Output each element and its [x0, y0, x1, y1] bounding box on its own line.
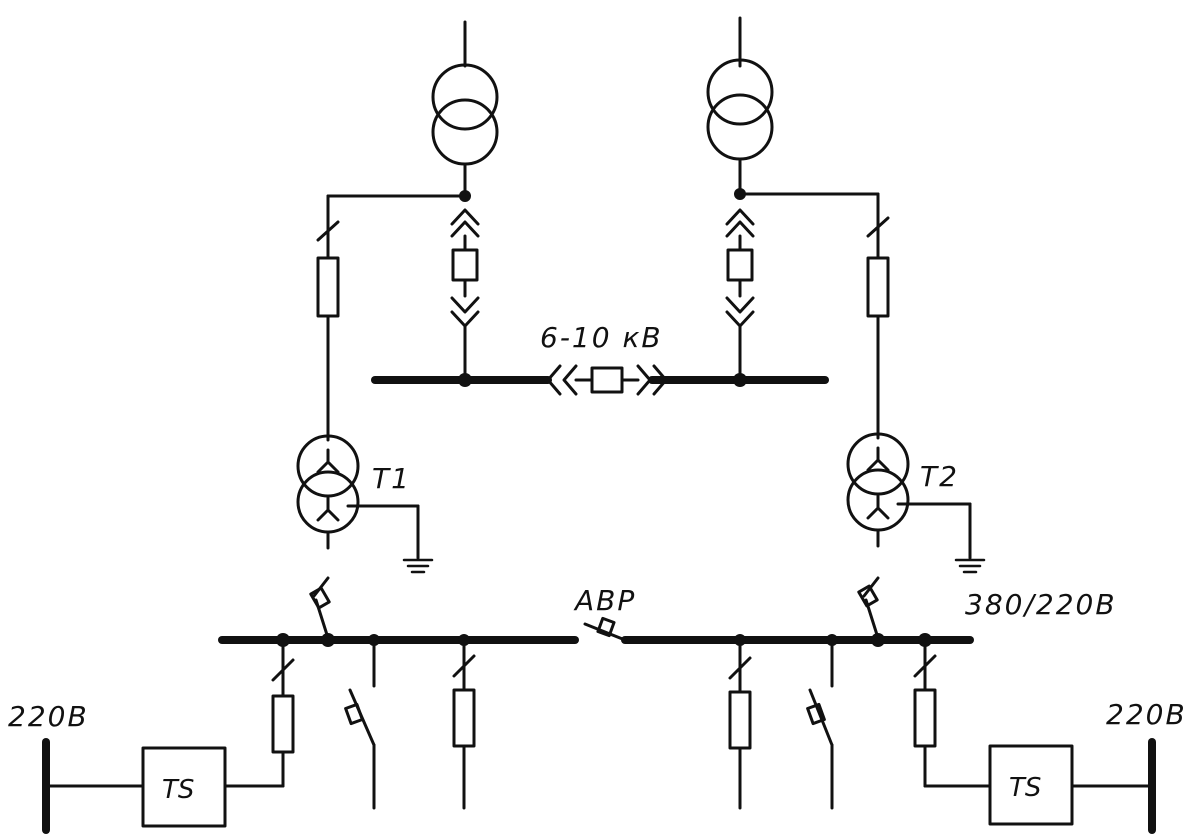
hv-bus-label: 6-10 кВ	[540, 321, 663, 354]
transformer-t2	[846, 432, 972, 560]
feeder-breaker-right	[806, 688, 834, 810]
disconnector-mark	[316, 220, 340, 242]
ground-icon	[402, 558, 434, 574]
withdrawable-breaker-right	[725, 208, 755, 382]
incoming-transformer-left	[431, 20, 499, 198]
feeder-left-ts	[223, 638, 295, 788]
transformer-t1	[296, 434, 420, 560]
branch-to-t1	[316, 194, 467, 442]
ats-label: АВР	[573, 584, 636, 617]
ats-switch	[583, 616, 627, 642]
ts-left-label: TS	[162, 775, 194, 805]
consumer-right-voltage: 220В	[1106, 698, 1187, 731]
hv-bus	[371, 373, 829, 387]
branch-to-t2	[738, 192, 890, 440]
lv-bus-label: 380/220В	[965, 588, 1117, 621]
ts-right-label: TS	[1009, 773, 1041, 803]
lv-incomer-breaker-left	[309, 576, 331, 640]
incoming-transformer-right	[706, 16, 774, 196]
feeder-fused-left	[452, 638, 476, 810]
feeder-right-ts	[913, 638, 992, 788]
fuse-t1	[316, 256, 340, 318]
lv-bus-right	[621, 633, 974, 647]
lv-bus-left	[218, 633, 579, 647]
t2-label: T2	[920, 460, 959, 493]
consumer-left-voltage: 220В	[8, 700, 89, 733]
feeder-fused-right	[728, 638, 752, 810]
t1-label: T1	[372, 462, 411, 495]
lv-incomer-breaker-right	[857, 576, 880, 640]
feeder-breaker-left	[344, 688, 376, 810]
ground-icon	[954, 558, 986, 574]
bus-coupler-breaker	[546, 364, 668, 396]
fuse-t2	[866, 256, 890, 318]
withdrawable-breaker-left	[450, 208, 480, 382]
